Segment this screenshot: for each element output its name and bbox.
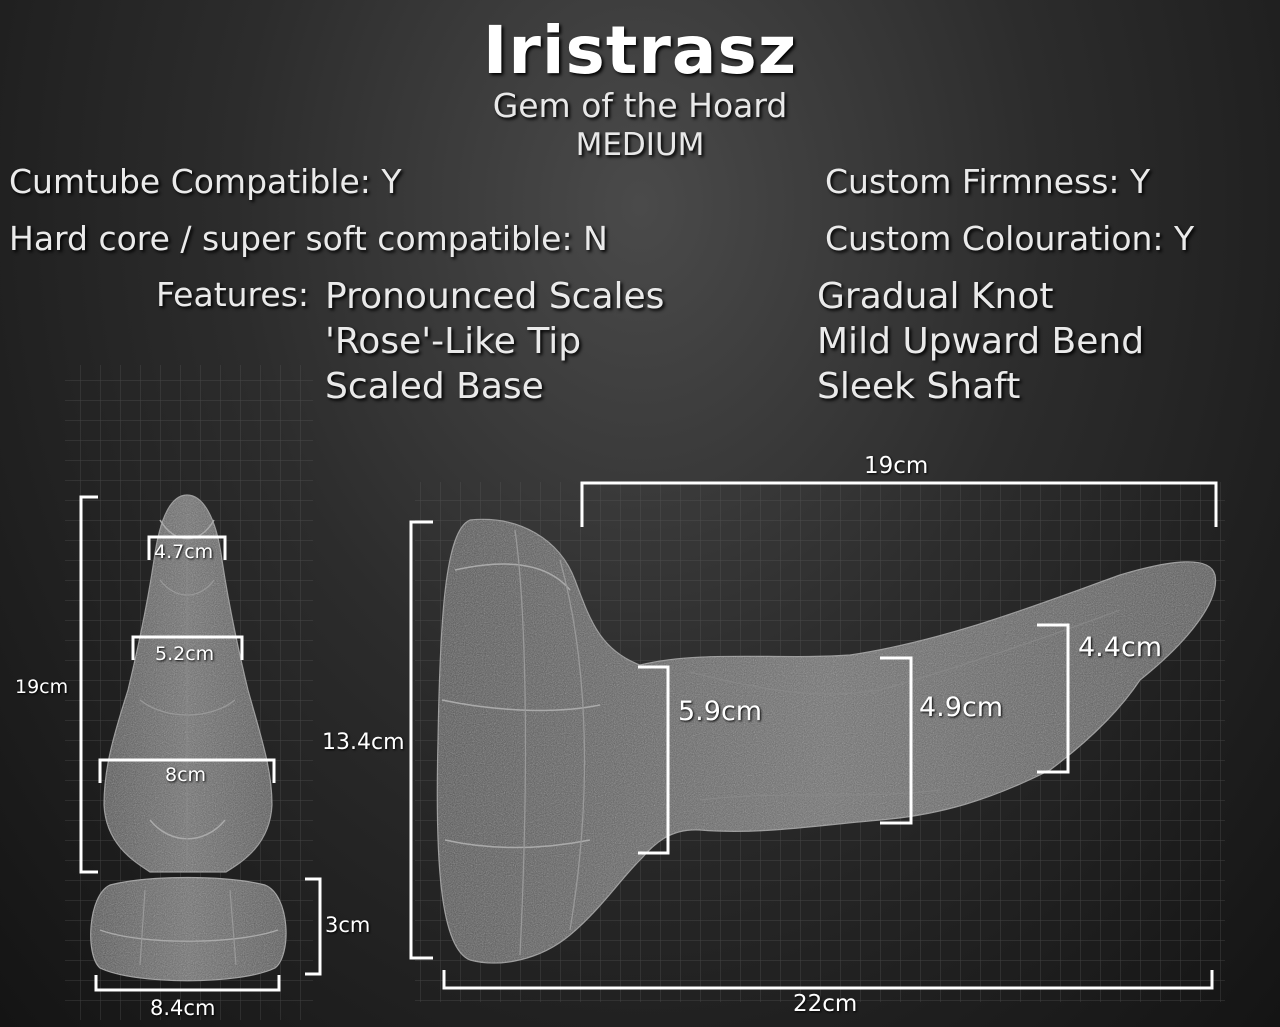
front-knot-width-label: 8cm: [165, 764, 207, 786]
features-label: Features:: [156, 275, 310, 314]
hard-core-compatible: Hard core / super soft compatible: N: [9, 219, 608, 258]
feature-right-2: Mild Upward Bend: [817, 321, 1145, 362]
front-base-height-label: 3cm: [325, 913, 371, 937]
front-view-dimension-lines: [79, 495, 322, 992]
product-subtitle: Gem of the Hoard: [492, 86, 788, 125]
side-view-toy: [436, 518, 1217, 964]
front-view-toy: [90, 494, 287, 982]
feature-left-2: 'Rose'-Like Tip: [325, 321, 582, 362]
side-diameter-3-label: 4.4cm: [1078, 632, 1163, 663]
front-base-width-label: 8.4cm: [150, 996, 216, 1020]
side-diameter-1-label: 5.9cm: [678, 696, 763, 727]
front-height-label: 19cm: [15, 676, 69, 698]
product-size: MEDIUM: [575, 127, 705, 163]
feature-left-1: Pronounced Scales: [325, 276, 665, 317]
side-diameter-2-label: 4.9cm: [919, 692, 1004, 723]
product-title: Iristrasz: [482, 12, 798, 89]
side-insertable-length-label: 19cm: [864, 453, 929, 479]
side-height-label: 13.4cm: [322, 730, 405, 755]
side-view-dimension-lines: [409, 481, 1218, 990]
front-tip-width-label: 4.7cm: [154, 541, 214, 563]
feature-right-3: Sleek Shaft: [817, 366, 1021, 407]
custom-colouration: Custom Colouration: Y: [825, 219, 1195, 258]
feature-right-1: Gradual Knot: [817, 276, 1054, 317]
cumtube-compatible: Cumtube Compatible: Y: [9, 162, 402, 201]
front-mid-width-label: 5.2cm: [155, 643, 215, 665]
custom-firmness: Custom Firmness: Y: [825, 162, 1151, 201]
feature-left-3: Scaled Base: [325, 366, 544, 407]
side-total-length-label: 22cm: [793, 991, 858, 1017]
